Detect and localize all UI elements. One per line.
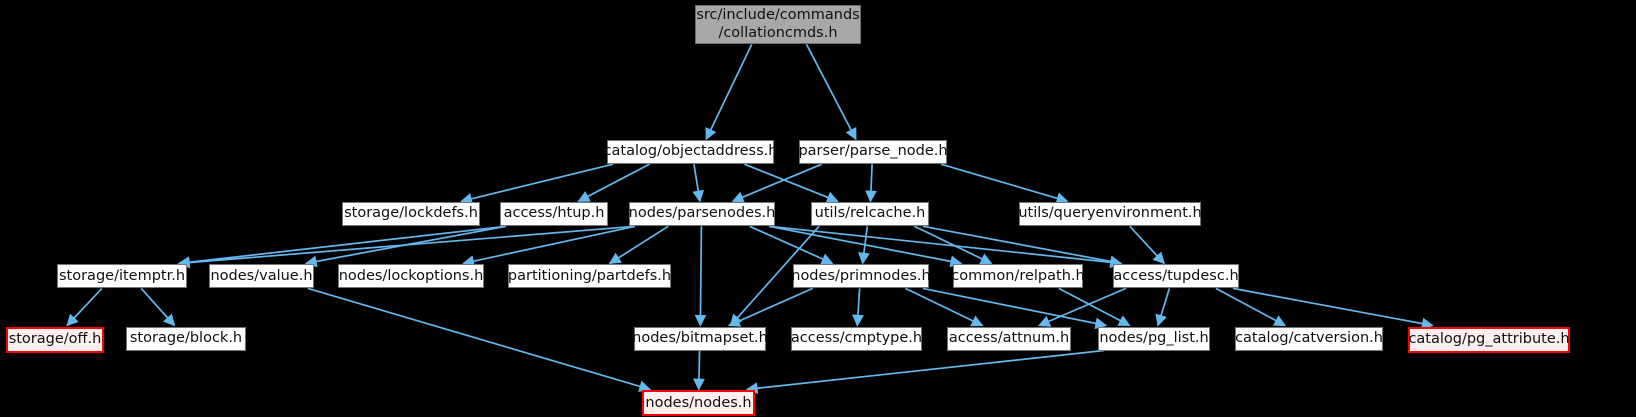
graph-edge-relcache-to-tupdesc (922, 225, 1123, 268)
graph-node-htup[interactable]: access/htup.h (500, 202, 608, 227)
graph-edge-parsenodes-to-lockoptions (462, 225, 636, 267)
graph-node-primnodes[interactable]: nodes/primnodes.h (791, 264, 931, 289)
graph-edge-relcache-to-relpath (914, 225, 993, 265)
graph-node-block[interactable]: storage/block.h (126, 326, 246, 351)
graph-node-itemptr[interactable]: storage/itemptr.h (57, 264, 187, 289)
graph-edge-bitmapset-to-nodes (693, 350, 705, 391)
graph-edge-tupdesc-to-catversion (1215, 287, 1287, 327)
graph-node-relcache[interactable]: utils/relcache.h (811, 202, 929, 227)
graph-node-relpath[interactable]: common/relpath.h (951, 264, 1085, 289)
graph-node-tupdesc[interactable]: access/tupdesc.h (1113, 264, 1239, 289)
graph-edge-root-to-parse_node (805, 43, 857, 141)
graph-edge-primnodes-to-pg_list (922, 287, 1108, 330)
graph-edge-parsenodes-to-primnodes (749, 225, 834, 265)
graph-edge-objectaddress-to-htup (577, 163, 650, 203)
graph-node-bitmapset[interactable]: nodes/bitmapset.h (632, 326, 768, 351)
graph-edge-primnodes-to-bitmapset (727, 287, 814, 327)
graph-edge-parsenodes-to-tupdesc (768, 225, 1123, 269)
graph-edge-parse_node-to-queryenv (940, 163, 1069, 204)
graph-edge-tupdesc-to-pg_attribute (1232, 287, 1434, 330)
graph-node-pg_list[interactable]: nodes/pg_list.h (1098, 326, 1210, 351)
graph-edge-primnodes-to-cmptype (852, 288, 864, 327)
graph-edge-parsenodes-to-bitmapset (694, 226, 707, 327)
graph-node-pg_attribute[interactable]: catalog/pg_attribute.h (1408, 326, 1570, 353)
graph-node-lockoptions[interactable]: nodes/lockoptions.h (338, 264, 484, 289)
graph-node-objectaddress[interactable]: catalog/objectaddress.h (604, 140, 777, 165)
graph-edge-value-to-nodes (307, 287, 652, 393)
graph-edge-htup-to-itemptr (177, 225, 507, 269)
graph-edge-tupdesc-to-attnum (1037, 287, 1127, 327)
graph-edge-primnodes-to-attnum (905, 287, 984, 327)
graph-node-root[interactable]: src/include/commands /collationcmds.h (695, 5, 861, 45)
graph-edge-objectaddress-to-lockdefs (460, 163, 614, 205)
graph-edge-relcache-to-primnodes (858, 226, 870, 265)
graph-node-catversion[interactable]: catalog/catversion.h (1235, 326, 1383, 351)
graph-node-parse_node[interactable]: parser/parse_node.h (798, 140, 948, 165)
graph-node-value[interactable]: nodes/value.h (209, 264, 314, 289)
graph-edge-queryenv-to-tupdesc (1129, 225, 1165, 265)
graph-edge-objectaddress-to-parsenodes (692, 164, 705, 203)
graph-node-attnum[interactable]: access/attnum.h (947, 326, 1071, 351)
graph-node-partdefs[interactable]: partitioning/partdefs.h (508, 264, 671, 289)
graph-node-lockdefs[interactable]: storage/lockdefs.h (342, 202, 480, 227)
graph-edge-tupdesc-to-pg_list (1155, 288, 1171, 327)
graph-edge-itemptr-to-off (66, 287, 103, 327)
graph-edge-objectaddress-to-relcache (744, 163, 839, 203)
graph-edge-itemptr-to-block (140, 287, 176, 327)
graph-edge-parsenodes-to-itemptr (177, 225, 636, 269)
graph-node-parsenodes[interactable]: nodes/parsenodes.h (629, 202, 775, 227)
graph-node-off[interactable]: storage/off.h (6, 326, 104, 353)
graph-edge-root-to-objectaddress (705, 43, 753, 141)
graph-node-nodes[interactable]: nodes/nodes.h (642, 390, 755, 417)
graph-node-queryenv[interactable]: utils/queryenvironment.h (1018, 202, 1202, 227)
graph-edge-parse_node-to-relcache (865, 164, 877, 203)
graph-edge-relpath-to-pg_list (1058, 287, 1131, 327)
graph-edge-relcache-to-bitmapset (729, 225, 820, 327)
graph-node-cmptype[interactable]: access/cmptype.h (791, 326, 922, 351)
graph-edge-parsenodes-to-partdefs (608, 225, 669, 265)
graph-edge-pg_list-to-nodes (745, 349, 1105, 395)
graph-edge-parse_node-to-parsenodes (731, 163, 823, 203)
